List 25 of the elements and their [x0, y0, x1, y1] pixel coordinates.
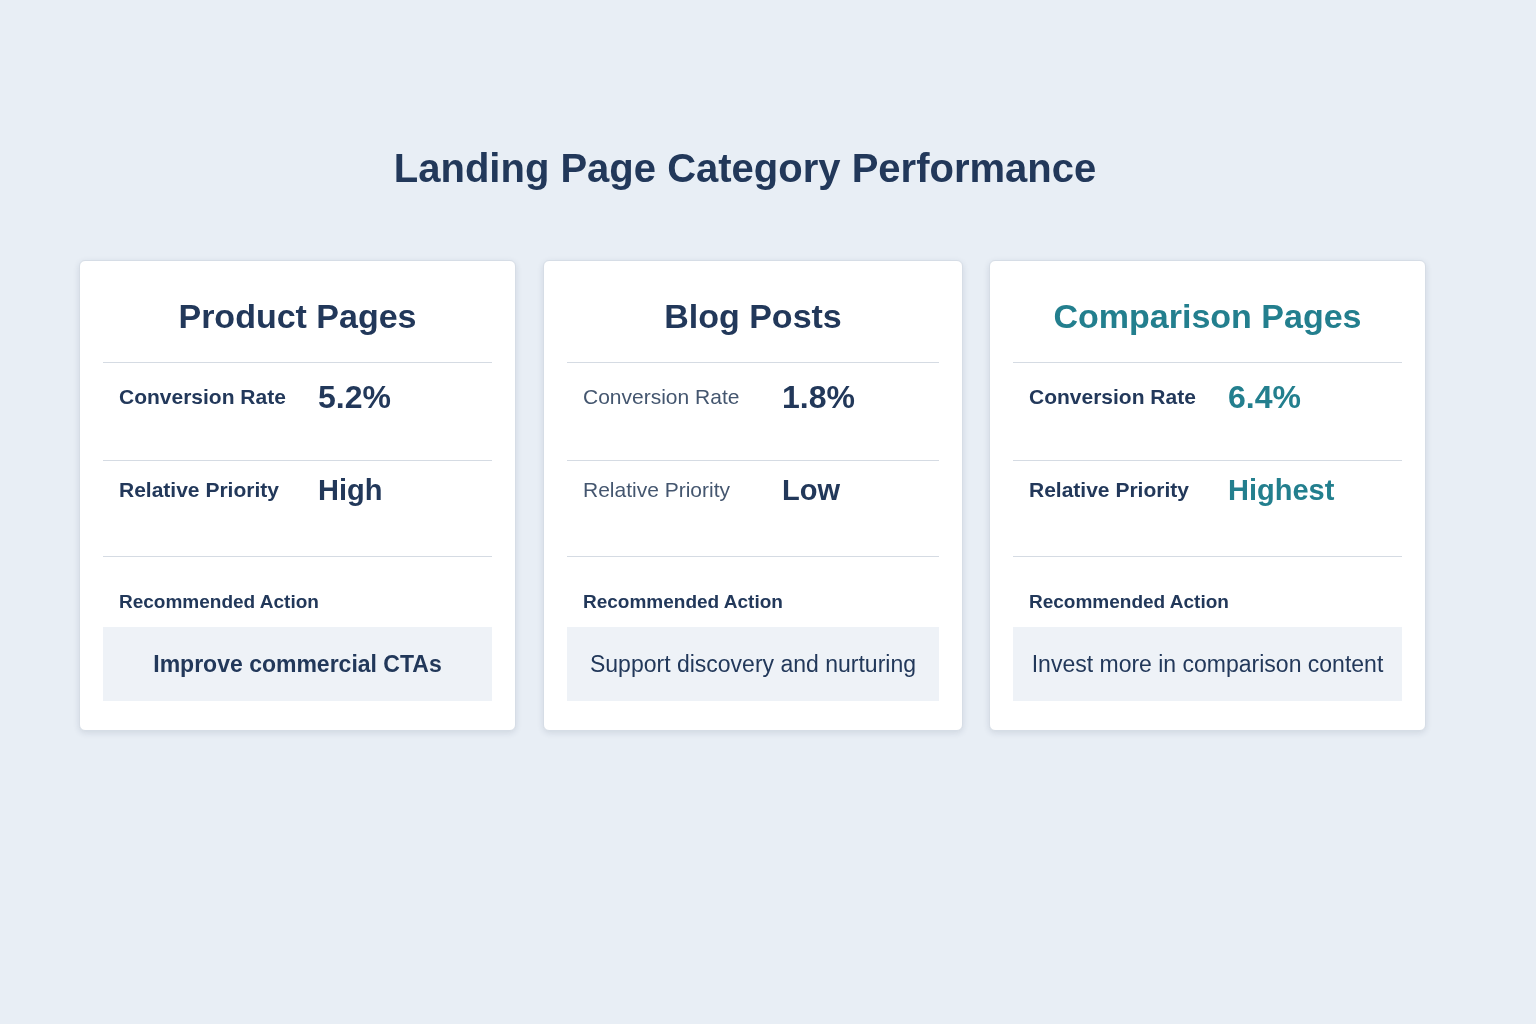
metric-label: Relative Priority: [119, 478, 280, 502]
section-label: Recommended Action: [119, 591, 319, 613]
metric-label: Conversion Rate: [119, 385, 287, 409]
metric-value: 5.2%: [318, 378, 391, 416]
metric-value: Highest: [1228, 473, 1335, 507]
action-text: Invest more in comparison content: [1031, 650, 1384, 678]
metric-label: Relative Priority: [583, 478, 732, 502]
page-title: Landing Page Category Performance: [393, 146, 1097, 191]
card-title: Blog Posts: [664, 297, 842, 336]
card-title: Product Pages: [178, 297, 417, 336]
action-text: Support discovery and nurturing: [590, 650, 916, 678]
metric-value: 1.8%: [782, 378, 855, 416]
metric-label: Conversion Rate: [1029, 385, 1197, 409]
section-label: Recommended Action: [1029, 591, 1229, 613]
metric-label: Conversion Rate: [583, 385, 741, 409]
metric-value: 6.4%: [1228, 378, 1301, 416]
card: [543, 260, 963, 731]
metric-value: Low: [782, 473, 840, 507]
card-title: Comparison Pages: [1053, 297, 1362, 336]
card: [989, 260, 1426, 731]
action-text: Improve commercial CTAs: [153, 650, 442, 678]
section-label: Recommended Action: [583, 591, 783, 613]
metric-label: Relative Priority: [1029, 478, 1190, 502]
metric-value: High: [318, 473, 383, 507]
card: [79, 260, 516, 731]
